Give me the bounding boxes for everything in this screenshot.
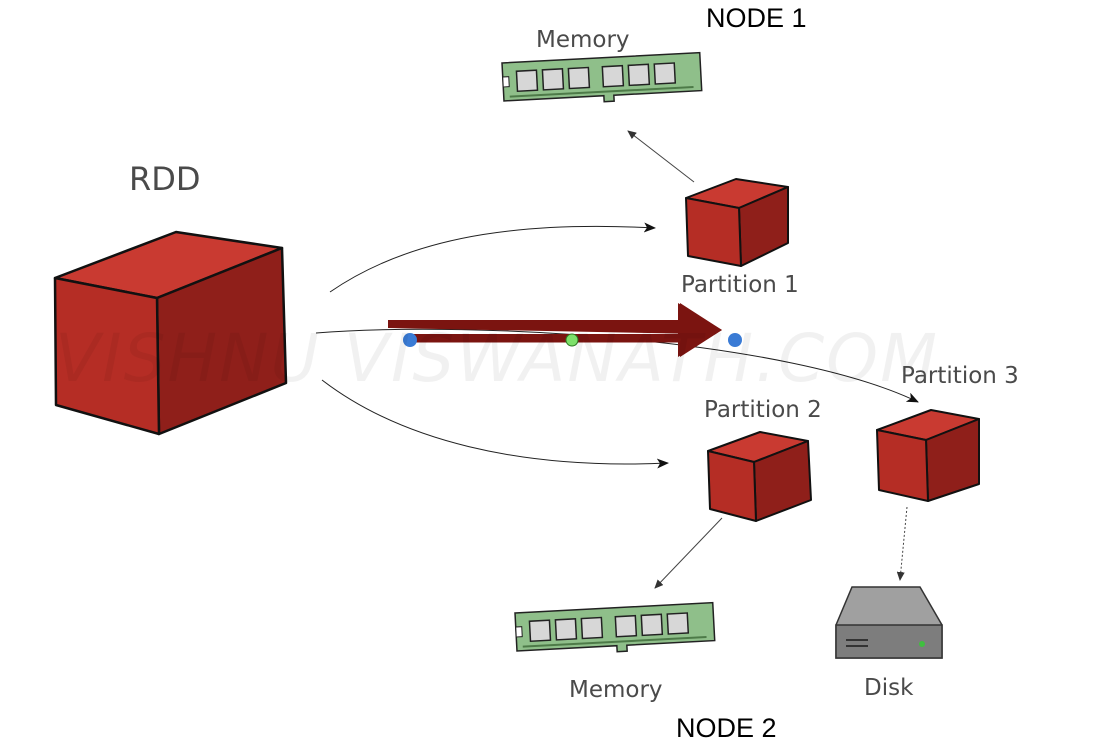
partition-3-label: Partition 3 bbox=[901, 363, 1019, 389]
memory-module-icon bbox=[501, 51, 703, 103]
disk-label: Disk bbox=[864, 675, 914, 701]
memory-module-icon bbox=[514, 601, 716, 653]
node-1-label: NODE 1 bbox=[706, 3, 807, 33]
partition-1-cube-icon bbox=[685, 178, 789, 267]
annotation-arrow bbox=[388, 303, 722, 357]
flow-arrow-partition-1 bbox=[329, 222, 656, 293]
rdd-label: RDD bbox=[129, 160, 201, 198]
partition-3-cube-icon bbox=[876, 409, 980, 502]
node-2-label: NODE 2 bbox=[676, 713, 777, 743]
watermark: VISHNU VISWANATH.COM bbox=[55, 320, 940, 397]
arrow-mid-handle[interactable] bbox=[565, 333, 579, 347]
arrow-p3-to-disk bbox=[896, 506, 908, 581]
partition-1-label: Partition 1 bbox=[681, 272, 799, 298]
hard-disk-icon bbox=[835, 586, 943, 659]
arrow-p2-to-memory bbox=[654, 517, 723, 589]
arrow-p1-to-memory bbox=[627, 130, 695, 183]
rdd-cube-icon bbox=[53, 230, 288, 436]
flow-arrow-partition-2 bbox=[321, 379, 669, 469]
partition-2-label: Partition 2 bbox=[704, 397, 822, 423]
memory-label-node-2: Memory bbox=[569, 677, 663, 703]
memory-label-node-1: Memory bbox=[536, 27, 630, 53]
partition-2-cube-icon bbox=[707, 431, 812, 522]
arrow-start-handle[interactable] bbox=[403, 333, 417, 347]
arrow-end-handle[interactable] bbox=[728, 333, 742, 347]
